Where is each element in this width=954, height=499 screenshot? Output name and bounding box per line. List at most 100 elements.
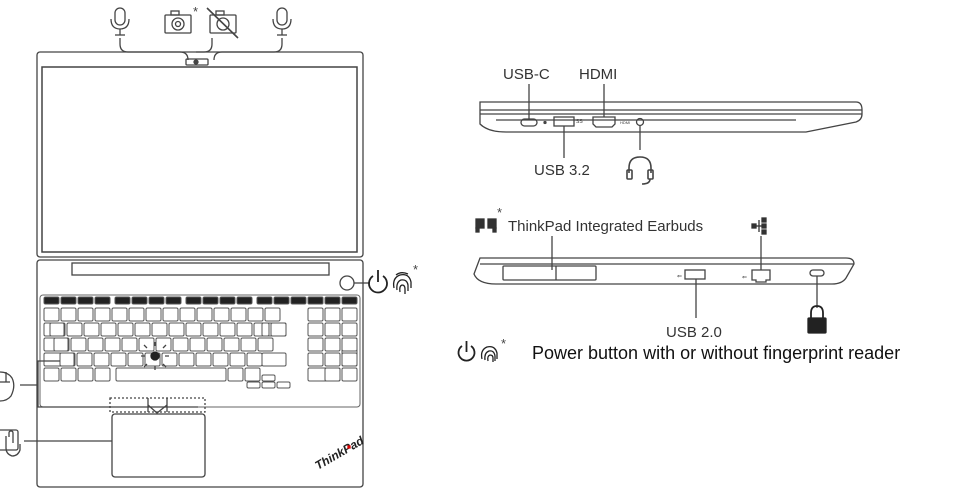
brand-logo: ThinkPad	[313, 433, 367, 472]
keyboard-key	[324, 307, 341, 322]
microphone-icon	[272, 7, 292, 36]
keyboard-key	[87, 337, 104, 352]
function-key	[43, 296, 60, 305]
keyboard-key	[70, 337, 87, 352]
keyboard-key	[307, 367, 341, 382]
keyboard-key	[307, 337, 324, 352]
keyboard-key	[247, 307, 264, 322]
laptop-lid	[36, 51, 364, 258]
function-key	[236, 296, 253, 305]
keyboard-key	[196, 307, 213, 322]
function-key	[324, 296, 341, 305]
function-key	[219, 296, 236, 305]
keyboard-key	[145, 307, 162, 322]
keyboard-key	[223, 337, 240, 352]
keyboard-key	[253, 322, 270, 337]
keyboard-key	[219, 322, 236, 337]
keyboard-key	[261, 352, 287, 367]
keyboard-key	[49, 322, 66, 337]
camera-leader	[196, 38, 213, 53]
usb-32-port	[553, 116, 575, 127]
headphones-icon	[626, 156, 654, 185]
keyboard-key	[341, 322, 358, 337]
keyboard-key	[110, 352, 127, 367]
keyboard-key	[94, 367, 111, 382]
keyboard-key	[227, 367, 244, 382]
power-button[interactable]	[339, 275, 355, 291]
keyboard-key	[276, 381, 291, 389]
keyboard-key	[264, 307, 281, 322]
keyboard-key	[178, 352, 195, 367]
laptop-base	[36, 259, 364, 488]
keyboard-key	[111, 307, 128, 322]
keyboard-key	[161, 352, 178, 367]
keyboard-key	[185, 322, 202, 337]
keyboard-key	[43, 322, 65, 337]
keyboard-key	[60, 307, 77, 322]
keyboard-key	[43, 352, 75, 367]
keyboard-key	[341, 352, 358, 367]
keyboard-key	[172, 337, 189, 352]
function-key	[60, 296, 77, 305]
keyboard-key	[195, 352, 212, 367]
side-view-left: SS HDMI	[479, 101, 863, 133]
keyboard-key	[246, 352, 263, 367]
function-key	[202, 296, 219, 305]
keyboard-key	[121, 337, 138, 352]
power-icon	[368, 270, 388, 294]
usb-20-label: USB 2.0	[666, 324, 722, 341]
hdmi-port	[592, 116, 616, 128]
keyboard-key	[59, 352, 76, 367]
keyboard-key	[127, 352, 144, 367]
lock-slot	[809, 269, 825, 277]
svg-text:⇐: ⇐	[677, 274, 682, 280]
keyboard-key	[189, 337, 206, 352]
earbuds-asterisk: *	[497, 205, 502, 220]
svg-text:HDMI: HDMI	[620, 120, 630, 125]
function-key	[165, 296, 182, 305]
usb-c-label: USB-C	[503, 66, 550, 83]
keyboard-key	[244, 367, 261, 382]
side-view-right: ⇐ ⇐	[473, 257, 855, 285]
keyboard-key	[213, 307, 230, 322]
camera-off-icon	[206, 7, 239, 39]
keyboard-key	[100, 322, 117, 337]
keyboard-key	[134, 322, 151, 337]
ethernet-icon	[751, 217, 767, 235]
function-key	[94, 296, 111, 305]
keyboard-key	[43, 337, 69, 352]
keyboard-key	[77, 367, 94, 382]
keyboard-key	[261, 374, 276, 382]
keyboard-key	[341, 367, 358, 382]
keyboard-key	[53, 337, 70, 352]
keyboard-key	[168, 322, 185, 337]
keyboard-key	[212, 352, 229, 367]
fingerprint-icon	[480, 345, 498, 362]
keyboard-key	[324, 352, 341, 367]
function-key	[341, 296, 358, 305]
keyboard-key	[128, 307, 145, 322]
trackpoint-buttons	[109, 397, 206, 414]
keyboard-key	[307, 352, 324, 367]
keyboard	[39, 294, 361, 408]
usb-32-label: USB 3.2	[534, 162, 590, 179]
power-asterisk: *	[413, 262, 418, 277]
microphone-icon	[110, 7, 130, 36]
power-fingerprint-label: Power button with or without fingerprint…	[532, 343, 900, 363]
function-key	[290, 296, 307, 305]
keyboard-key	[151, 322, 168, 337]
keyboard-key	[138, 337, 155, 352]
function-key	[273, 296, 290, 305]
legend-asterisk: *	[501, 336, 506, 351]
earbuds-icon	[475, 218, 497, 233]
usb-20-port	[684, 269, 706, 280]
webcam-shutter	[185, 58, 209, 66]
keyboard-key	[341, 307, 358, 322]
touchpad	[111, 413, 206, 478]
keyboard-key	[43, 307, 60, 322]
keyboard-key	[257, 337, 274, 352]
keyboard-key	[77, 307, 94, 322]
keyboard-key	[307, 307, 324, 322]
function-key	[131, 296, 148, 305]
keyboard-key	[66, 322, 83, 337]
